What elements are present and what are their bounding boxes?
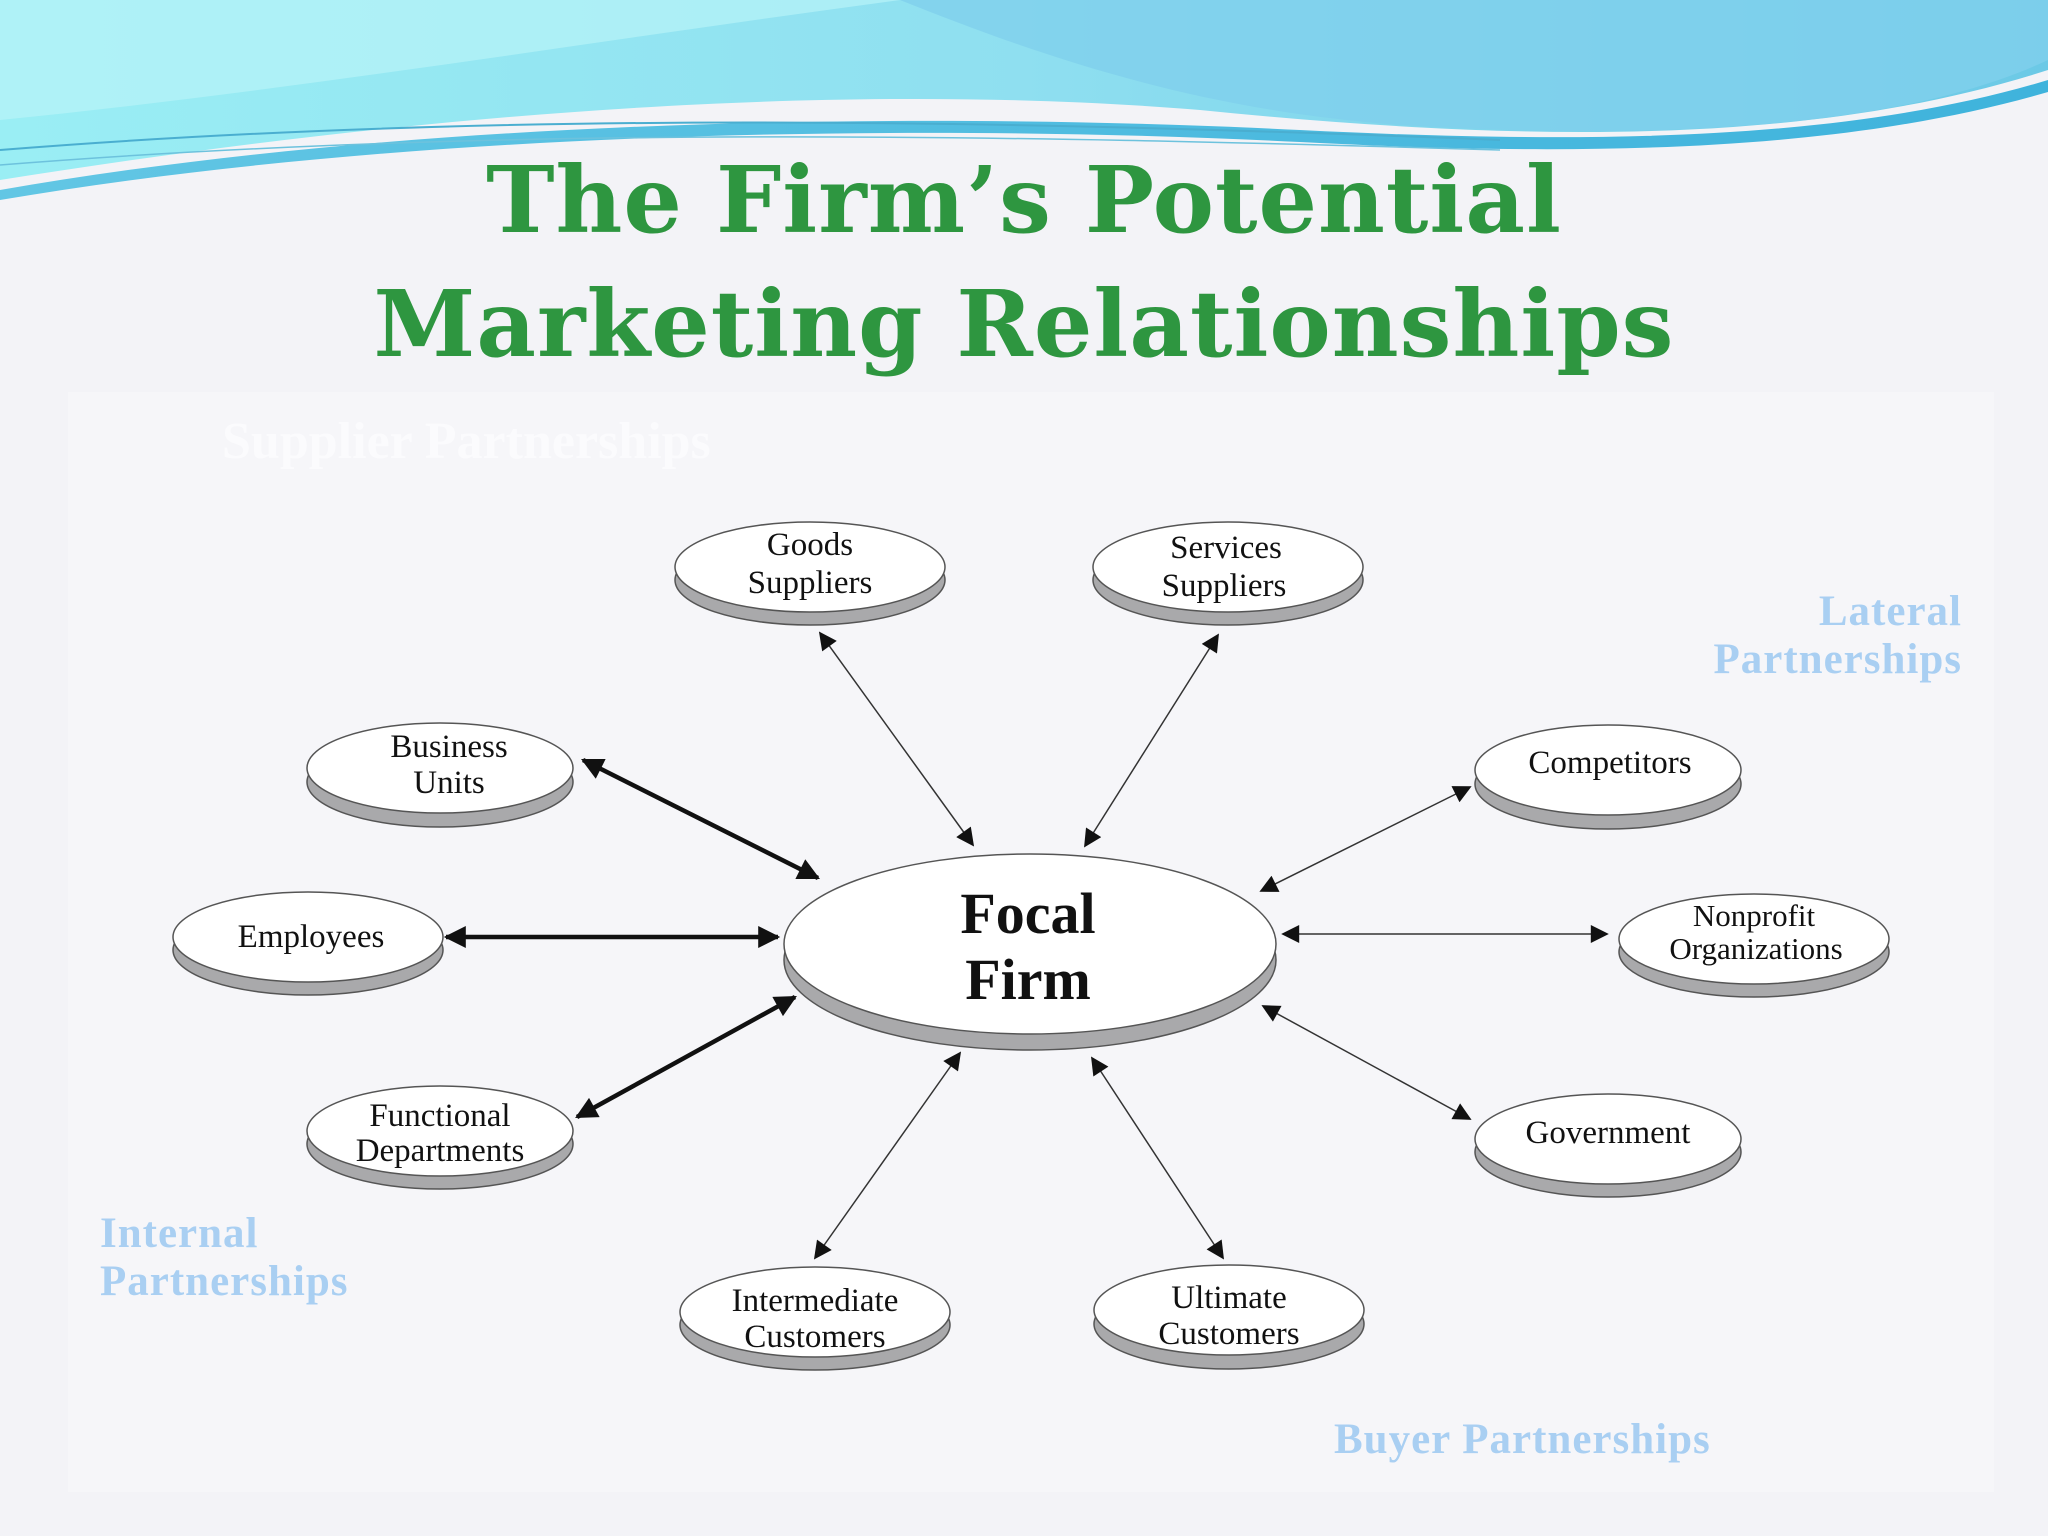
intermediate-label-line-1: Intermediate	[732, 1283, 899, 1319]
arrow-government	[1261, 1005, 1472, 1120]
page-title-line-1: The Firm’s Potential	[486, 146, 1562, 254]
competitors-label: Competitors	[1528, 745, 1691, 781]
node-business-units: Business Units	[306, 722, 574, 828]
arrow-intermediate-customers	[813, 1051, 962, 1260]
node-intermediate-customers: Intermediate Customers	[679, 1266, 951, 1371]
node-ultimate-customers: Ultimate Customers	[1093, 1264, 1365, 1370]
internal-partnerships-label: Internal Partnerships	[100, 1210, 349, 1306]
goods-label-line-1: Goods	[767, 527, 853, 563]
internal-label-line-2: Partnerships	[100, 1258, 349, 1305]
lateral-label-line-2: Partnerships	[1713, 636, 1962, 683]
node-functional-departments: Functional Departments	[306, 1085, 574, 1190]
arrow-business-units	[581, 757, 820, 881]
goods-label-line-2: Suppliers	[748, 565, 873, 601]
node-goods-suppliers: Goods Suppliers	[674, 521, 946, 626]
node-focal-firm: Focal Firm	[783, 853, 1277, 1051]
intermediate-label-line-2: Customers	[744, 1319, 885, 1355]
nonprofit-label-line-2: Organizations	[1669, 931, 1842, 966]
arrow-competitors	[1259, 786, 1472, 892]
arrow-services-suppliers	[1084, 633, 1219, 848]
functional-label-line-2: Departments	[356, 1133, 525, 1169]
node-employees: Employees	[172, 891, 444, 996]
internal-label-line-1: Internal	[100, 1210, 259, 1257]
nonprofit-label-line-1: Nonprofit	[1693, 898, 1816, 933]
node-government: Government	[1474, 1093, 1742, 1198]
focal-firm-label-line-2: Firm	[965, 947, 1091, 1012]
node-nonprofit-organizations: Nonprofit Organizations	[1618, 893, 1890, 998]
lateral-label-line-1: Lateral	[1818, 588, 1962, 635]
government-label: Government	[1526, 1115, 1691, 1151]
focal-firm-label-line-1: Focal	[960, 881, 1095, 946]
functional-label-line-1: Functional	[369, 1098, 510, 1134]
lateral-partnerships-label: Lateral Partnerships	[1660, 588, 1962, 684]
arrow-goods-suppliers	[818, 631, 975, 847]
buyer-partnerships-label: Buyer Partnerships	[1334, 1416, 1711, 1463]
services-label-line-2: Suppliers	[1162, 568, 1287, 604]
ultimate-label-line-1: Ultimate	[1171, 1280, 1286, 1316]
arrow-functional-departments	[575, 995, 797, 1119]
supplier-partnerships-label: Supplier Partnerships	[222, 413, 711, 470]
header-wave-decoration	[0, 0, 2048, 200]
business-label-line-1: Business	[390, 729, 507, 765]
node-competitors: Competitors	[1474, 724, 1742, 830]
node-services-suppliers: Services Suppliers	[1092, 521, 1364, 626]
services-label-line-1: Services	[1170, 530, 1282, 566]
business-label-line-2: Units	[413, 765, 485, 801]
employees-label: Employees	[238, 919, 385, 955]
ultimate-label-line-2: Customers	[1158, 1316, 1299, 1352]
page-title-line-2: Marketing Relationships	[373, 270, 1675, 378]
arrow-ultimate-customers	[1091, 1056, 1224, 1260]
